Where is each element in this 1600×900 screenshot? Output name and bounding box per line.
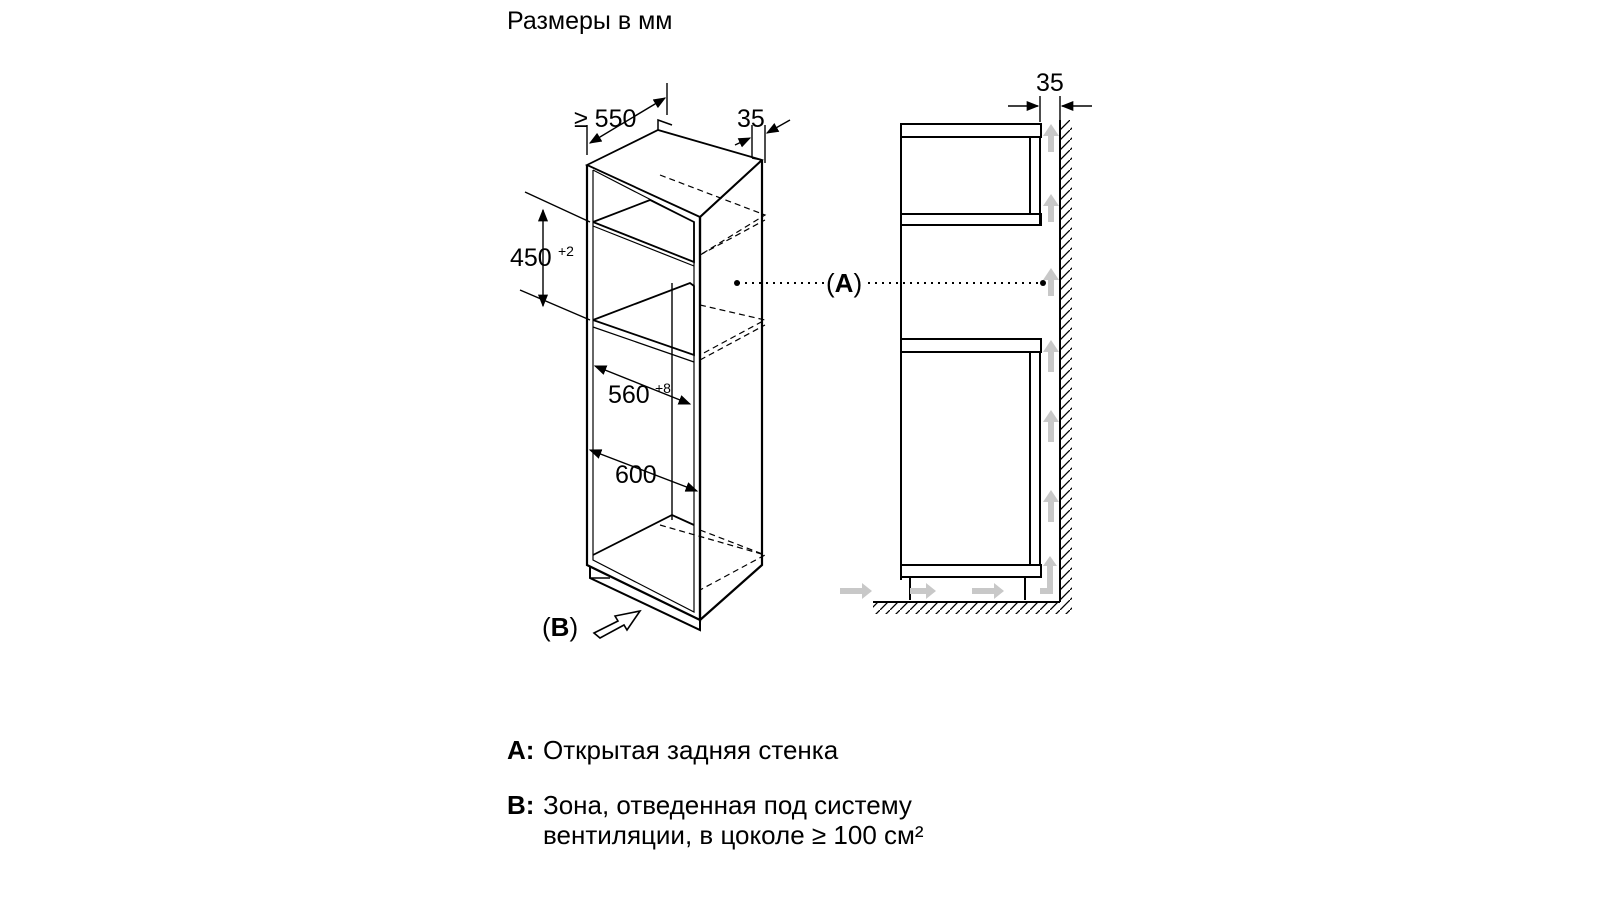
diagram-title: Размеры в мм — [507, 7, 673, 35]
legend-b-key: B: — [507, 790, 535, 820]
legend-a-key: A: — [507, 735, 535, 765]
legend-a-text: Открытая задняя стенка — [543, 735, 839, 765]
svg-text:(B): (B) — [542, 612, 578, 642]
dim-niche-height: 450 — [510, 244, 552, 272]
dim-side-gap: 35 — [1036, 69, 1064, 97]
cabinet-section — [900, 123, 1042, 600]
side-gap-dimension — [1008, 96, 1092, 122]
legend-a: A: Открытая задняя стенка — [507, 735, 838, 765]
legend-b-text-line2: вентиляции, в цоколе ≥ 100 см² — [543, 820, 924, 850]
airflow-arrows — [840, 124, 1059, 599]
hidden-lines — [659, 174, 767, 591]
dim-inner-width-tol: +8 — [655, 380, 671, 396]
dim-depth-min: ≥ 550 — [574, 105, 636, 133]
callout-b: (B) — [542, 612, 578, 642]
svg-text:(A): (A) — [826, 268, 862, 298]
cabinet-isometric — [584, 118, 764, 632]
dim-niche-height-tol: +2 — [558, 243, 574, 259]
dim-cabinet-width: 600 — [615, 461, 657, 489]
ventilation-arrow-b — [592, 609, 642, 639]
wall-floor — [873, 120, 1072, 614]
dim-rear-gap: 35 — [737, 105, 765, 133]
dim-inner-width: 560 — [608, 381, 650, 409]
callout-a: (A) — [826, 268, 862, 298]
dimension-lines — [519, 83, 791, 492]
leader-a — [734, 280, 1046, 286]
legend-b-text-line1: Зона, отведенная под систему — [543, 790, 912, 820]
